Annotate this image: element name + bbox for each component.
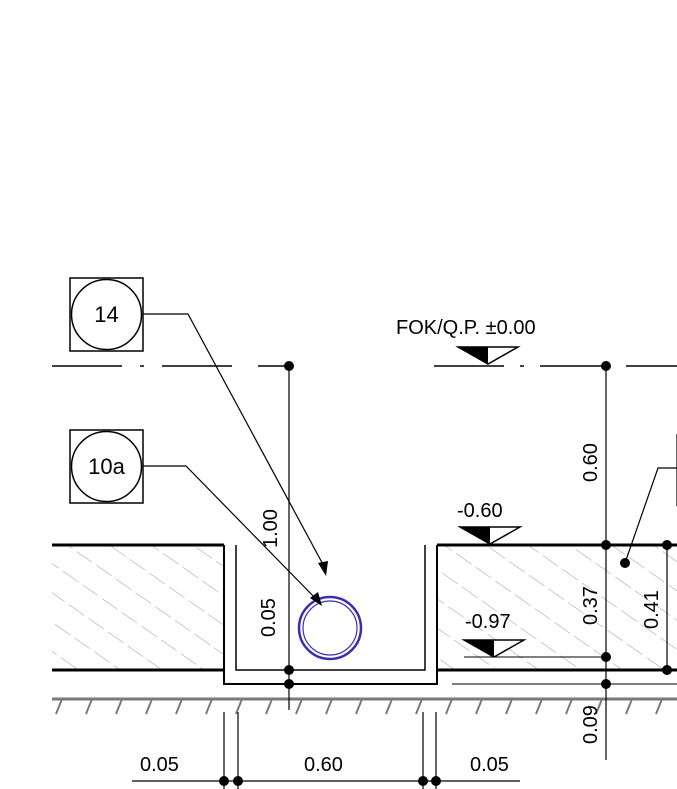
trench-inner <box>235 545 426 671</box>
leader-line-14 <box>143 313 328 576</box>
level-label-slab-top: -0.60 <box>457 500 503 522</box>
level-marker-slab-bottom-icon <box>461 639 606 658</box>
pipe-icon <box>297 595 363 661</box>
slab-lines <box>52 543 677 672</box>
dim-left-wall: 0.05 <box>140 754 179 776</box>
dim-below: 0.09 <box>580 705 602 744</box>
dim-total-height: 1.00 <box>260 509 282 548</box>
slab-hatch-right <box>437 545 677 670</box>
tag-label-14: 14 <box>94 302 118 327</box>
level-label-slab-bottom: -0.97 <box>465 611 511 633</box>
ground-ticks <box>55 698 663 715</box>
slab-hatch-left <box>52 545 224 670</box>
dim-top-cover: 0.60 <box>580 443 602 482</box>
dim-pipe-offset: 0.05 <box>258 598 280 637</box>
level-marker-top-icon <box>455 346 521 365</box>
vertical-dimension-lines <box>288 366 668 760</box>
tag-label-10a: 10a <box>88 454 125 479</box>
level-label-top: FOK/Q.P. ±0.00 <box>396 317 536 339</box>
horizontal-dimension-lines <box>132 712 520 789</box>
tag-box-10a[interactable]: 10a <box>69 429 144 504</box>
level-marker-slab-top-icon <box>457 526 523 545</box>
leader-line-10a <box>143 465 322 606</box>
dim-slab: 0.37 <box>580 586 602 625</box>
dim-trench-width: 0.60 <box>304 754 343 776</box>
dim-slab-outer: 0.41 <box>641 590 663 629</box>
leader-line-right <box>624 434 677 564</box>
trench-outer <box>223 545 438 685</box>
tag-box-14[interactable]: 14 <box>69 277 144 352</box>
dim-right-wall: 0.05 <box>470 754 509 776</box>
dimension-dots <box>219 361 672 786</box>
